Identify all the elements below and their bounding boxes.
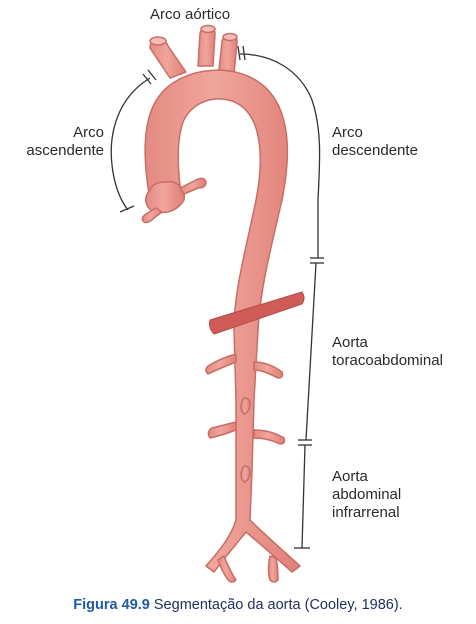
label-descending-arch: Arco descendente: [332, 124, 418, 160]
internal-iliac-right: [267, 555, 279, 583]
segment-brackets: [110, 45, 324, 549]
diaphragm: [209, 291, 305, 335]
left-subclavian-opening: [222, 32, 238, 42]
ascending-arch-bracket: [110, 77, 151, 211]
label-infrarenal-line2: abdominal: [332, 486, 402, 503]
internal-iliac-left: [217, 555, 237, 583]
aorta-main-vessel: [144, 69, 301, 573]
aorta-illustration: [141, 24, 301, 583]
label-ascending-arch-line1: Arco: [73, 124, 104, 141]
infrarenal-bracket: [301, 444, 306, 549]
ascending-arch-tick-top: [142, 73, 152, 85]
thoracoabdominal-bracket: [305, 262, 317, 441]
ascending-arch-tick-top-2: [147, 69, 157, 81]
descending-arch-tick-top: [237, 45, 241, 61]
ascending-arch-tick-bottom: [119, 205, 135, 213]
coronary-artery-left: [179, 177, 207, 195]
label-ascending-arch: Arco ascendente: [4, 124, 104, 160]
descending-arch-bracket: [239, 53, 321, 258]
celiac-branch-left: [205, 353, 237, 375]
label-aortic-arch: Arco aórtico: [150, 6, 231, 23]
label-infrarenal-line3: infrarrenal: [332, 504, 400, 521]
label-thoracoabdominal-line2: toracoabdominal: [332, 352, 443, 369]
label-infrarenal-aorta: Aorta abdominal infrarrenal: [332, 468, 401, 522]
celiac-branch-right: [253, 361, 284, 379]
label-ascending-arch-line2: ascendente: [26, 142, 104, 159]
label-thoracoabdominal-line1: Aorta: [332, 334, 368, 351]
figure-number: Figura 49.9: [73, 597, 150, 613]
left-common-carotid-opening: [200, 24, 216, 34]
brachiocephalic-trunk: [149, 39, 187, 79]
figure-caption-text: Segmentação da aorta (Cooley, 1986).: [149, 597, 403, 613]
renal-artery-left: [207, 421, 237, 439]
descending-arch-tick-top-2: [242, 45, 246, 61]
mesenteric-branch: [240, 397, 251, 415]
label-descending-arch-line1: Arco: [332, 124, 363, 141]
label-thoracoabdominal-aorta: Aorta toracoabdominal: [332, 334, 443, 370]
inferior-mesenteric-branch: [240, 465, 251, 483]
brachiocephalic-opening: [149, 36, 167, 46]
label-infrarenal-line1: Aorta: [332, 468, 368, 485]
renal-artery-right: [253, 429, 286, 445]
figure-caption: Figura 49.9 Segmentação da aorta (Cooley…: [0, 597, 476, 613]
aortic-root: [145, 180, 185, 214]
coronary-artery-right: [141, 207, 163, 224]
label-descending-arch-line2: descendente: [332, 142, 418, 159]
